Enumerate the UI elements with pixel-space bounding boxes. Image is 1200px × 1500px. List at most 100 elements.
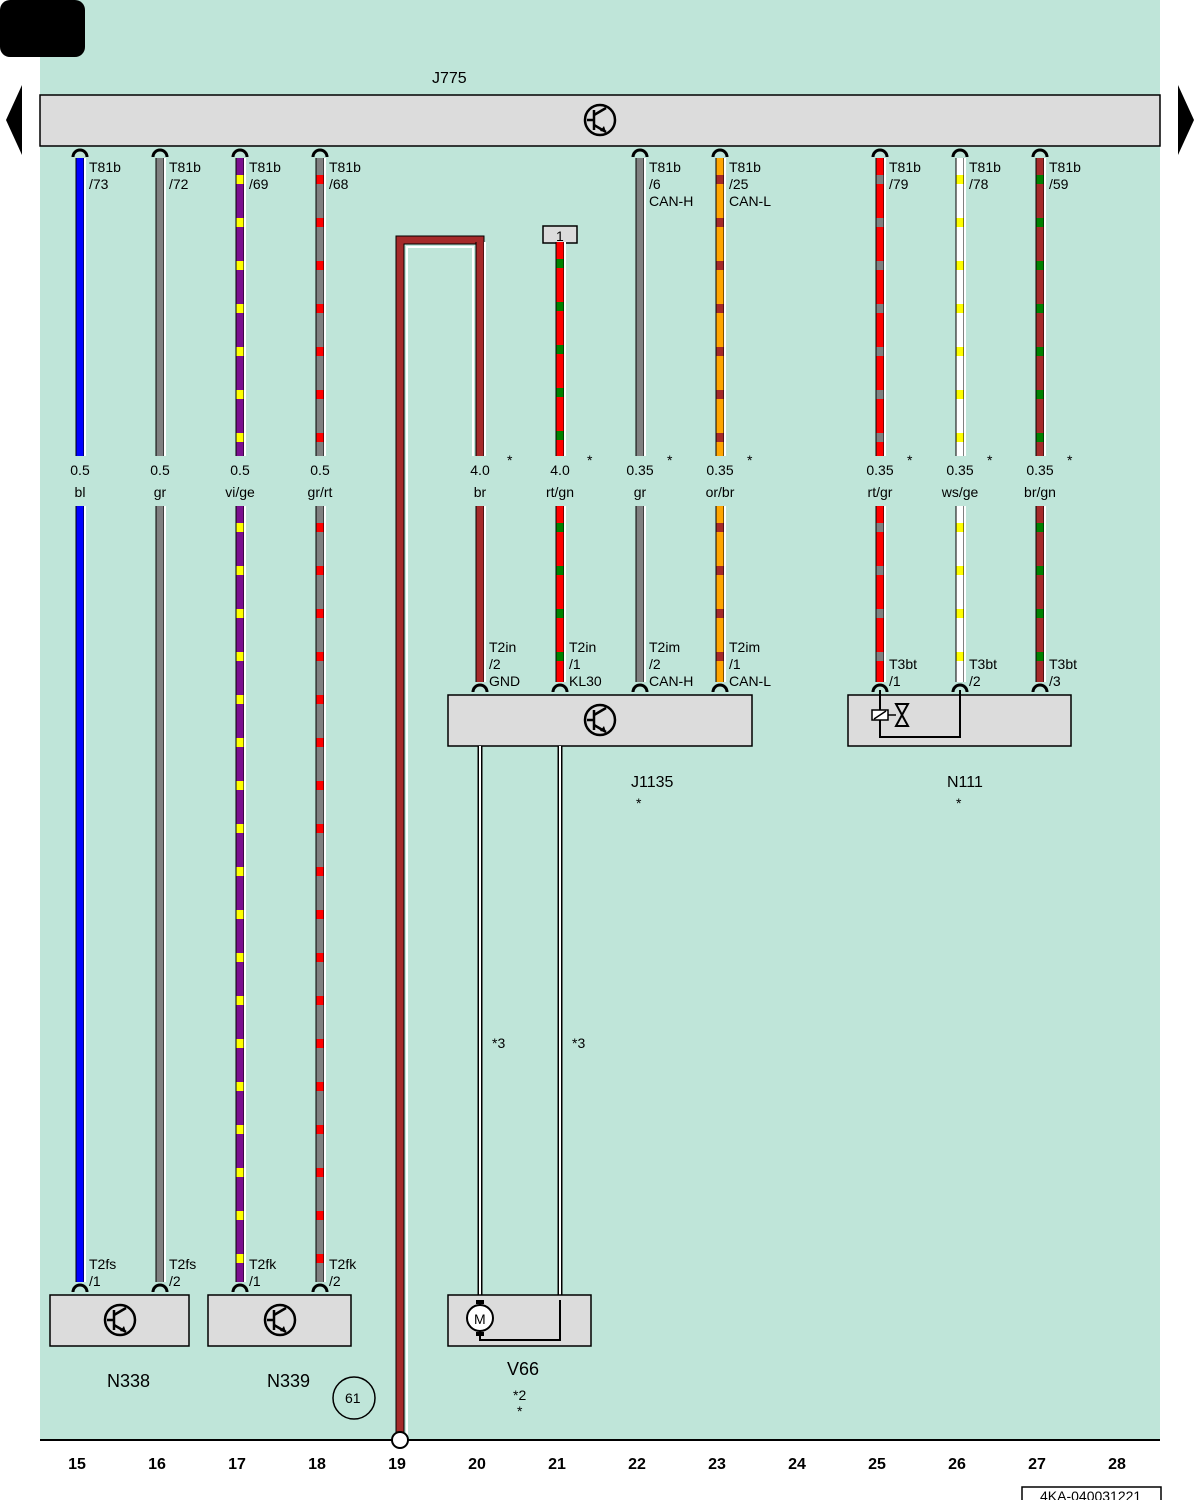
wire-size-col27: 0.35	[1026, 462, 1053, 478]
module-label-v66: V66	[507, 1359, 539, 1379]
wire-col25-upper[interactable]	[875, 158, 886, 456]
wire-col17-lower[interactable]	[235, 506, 246, 1282]
wire-col15-lower[interactable]	[75, 506, 86, 1282]
wire-col22-lower[interactable]	[635, 506, 646, 682]
connector-pin-bottom-col17-number: /1	[249, 1273, 261, 1289]
connector-pin-top-col27[interactable]	[1031, 148, 1049, 158]
wire-color-col26: ws/ge	[941, 484, 979, 500]
connector-signal-bottom-col21: KL30	[569, 673, 602, 689]
column-number: 27	[1028, 1456, 1046, 1473]
connector-pin-bottom-col15[interactable]	[71, 1283, 89, 1293]
connector-pin-bottom-col21-number: /1	[569, 656, 581, 672]
connector-pin-top-col15[interactable]	[71, 148, 89, 158]
connector-pin-top-col26-number: /78	[969, 176, 989, 192]
column-number: 24	[788, 1456, 806, 1473]
module-n111-star: *	[956, 795, 962, 811]
wire-col18-lower[interactable]	[315, 506, 326, 1282]
connector-pin-bottom-col16-number: /2	[169, 1273, 181, 1289]
wire-col20-upper[interactable]	[475, 242, 486, 456]
wire-size-col22: 0.35	[626, 462, 653, 478]
wire-color-col17: vi/ge	[225, 484, 255, 500]
column-number: 18	[308, 1456, 326, 1473]
connector-pin-top-col23[interactable]	[711, 148, 729, 158]
connector-pin-top-col22-number: /6	[649, 176, 661, 192]
connector-label-top-col16: T81b	[169, 159, 201, 175]
connector-pin-top-col18[interactable]	[311, 148, 329, 158]
ground-point[interactable]	[391, 1431, 409, 1449]
connector-label-bottom-col21: T2in	[569, 639, 596, 655]
module-j1135-box[interactable]	[447, 694, 753, 747]
column-number: 22	[628, 1456, 646, 1473]
connector-pin-top-col16-number: /72	[169, 176, 189, 192]
column-number: 23	[708, 1456, 726, 1473]
wire-col26-upper[interactable]	[955, 158, 966, 456]
wire-col15-upper[interactable]	[75, 158, 86, 456]
connector-label-bottom-col17: T2fk	[249, 1256, 277, 1272]
connector-pin-bottom-col20[interactable]	[471, 683, 489, 693]
fuse-label: 1	[556, 228, 564, 244]
connector-pin-bottom-col25[interactable]	[871, 683, 889, 693]
connector-pin-bottom-col26[interactable]	[951, 683, 969, 693]
wire-col26-lower[interactable]	[955, 506, 966, 682]
connector-pin-bottom-col21[interactable]	[551, 683, 569, 693]
wire-star-col23: *	[747, 452, 753, 468]
wire-col27-upper[interactable]	[1035, 158, 1046, 456]
wire-size-col16: 0.5	[150, 462, 170, 478]
connector-pin-bottom-col27[interactable]	[1031, 683, 1049, 693]
module-v66-note: *2	[513, 1387, 526, 1403]
wire-size-col23: 0.35	[706, 462, 733, 478]
module-label-j1135: J1135	[631, 774, 674, 791]
connector-label-bottom-col22: T2im	[649, 639, 680, 655]
wire-col16-upper[interactable]	[155, 158, 166, 456]
connector-pin-top-col17[interactable]	[231, 148, 249, 158]
wire-col20-lower[interactable]	[475, 506, 486, 682]
doc-number-box	[1021, 1486, 1162, 1500]
doc-number: 4KA-040031221	[1040, 1488, 1141, 1500]
connector-pin-bottom-col26-number: /2	[969, 673, 981, 689]
connector-pin-top-col25[interactable]	[871, 148, 889, 158]
wire-col27-lower[interactable]	[1035, 506, 1046, 682]
motor-icon: M	[466, 1300, 494, 1336]
connector-pin-bottom-col25-number: /1	[889, 673, 901, 689]
connector-pin-bottom-col15-number: /1	[89, 1273, 101, 1289]
connector-pin-top-col26[interactable]	[951, 148, 969, 158]
prev-page-arrow-icon[interactable]	[6, 85, 22, 155]
ground-ref-circle[interactable]	[332, 1376, 376, 1420]
wire-col21-lower[interactable]	[555, 506, 566, 682]
wire-col18-upper[interactable]	[315, 158, 326, 456]
module-label-n111: N111	[947, 774, 983, 791]
column-number: 25	[868, 1456, 886, 1473]
module-j775-box[interactable]	[39, 94, 1161, 147]
connector-pin-bottom-col27-number: /3	[1049, 673, 1061, 689]
module-n338-box[interactable]	[49, 1294, 190, 1347]
wire-col22-upper[interactable]	[635, 158, 646, 456]
connector-pin-top-col23-number: /25	[729, 176, 749, 192]
connector-pin-bottom-col20-number: /2	[489, 656, 501, 672]
module-label-n339: N339	[267, 1371, 310, 1391]
wire-col23-lower[interactable]	[715, 506, 726, 682]
wire-color-col18: gr/rt	[308, 484, 333, 500]
wire-col25-lower[interactable]	[875, 506, 886, 682]
next-page-arrow-icon[interactable]	[1178, 85, 1194, 155]
wire-col19-highlight	[406, 246, 474, 1435]
wire-col21-upper[interactable]	[555, 242, 566, 456]
module-v66-star: *	[517, 1403, 523, 1419]
wire-col16-lower[interactable]	[155, 506, 166, 1282]
module-n339-box[interactable]	[207, 1294, 352, 1347]
wire-col17-upper[interactable]	[235, 158, 246, 456]
wire-col23-upper[interactable]	[715, 158, 726, 456]
connector-pin-bottom-col17[interactable]	[231, 1283, 249, 1293]
connector-pin-top-col16[interactable]	[151, 148, 169, 158]
connector-pin-bottom-col18[interactable]	[311, 1283, 329, 1293]
connector-pin-bottom-col23[interactable]	[711, 683, 729, 693]
connector-pin-bottom-col16[interactable]	[151, 1283, 169, 1293]
connector-label-bottom-col23: T2im	[729, 639, 760, 655]
connector-pin-bottom-col22[interactable]	[631, 683, 649, 693]
connector-pin-top-col15-number: /73	[89, 176, 109, 192]
connector-label-top-col18: T81b	[329, 159, 361, 175]
connector-pin-top-col22[interactable]	[631, 148, 649, 158]
wire-color-col23: or/br	[706, 484, 735, 500]
module-label-j775: J775	[432, 70, 467, 87]
connector-pin-bottom-col22-number: /2	[649, 656, 661, 672]
